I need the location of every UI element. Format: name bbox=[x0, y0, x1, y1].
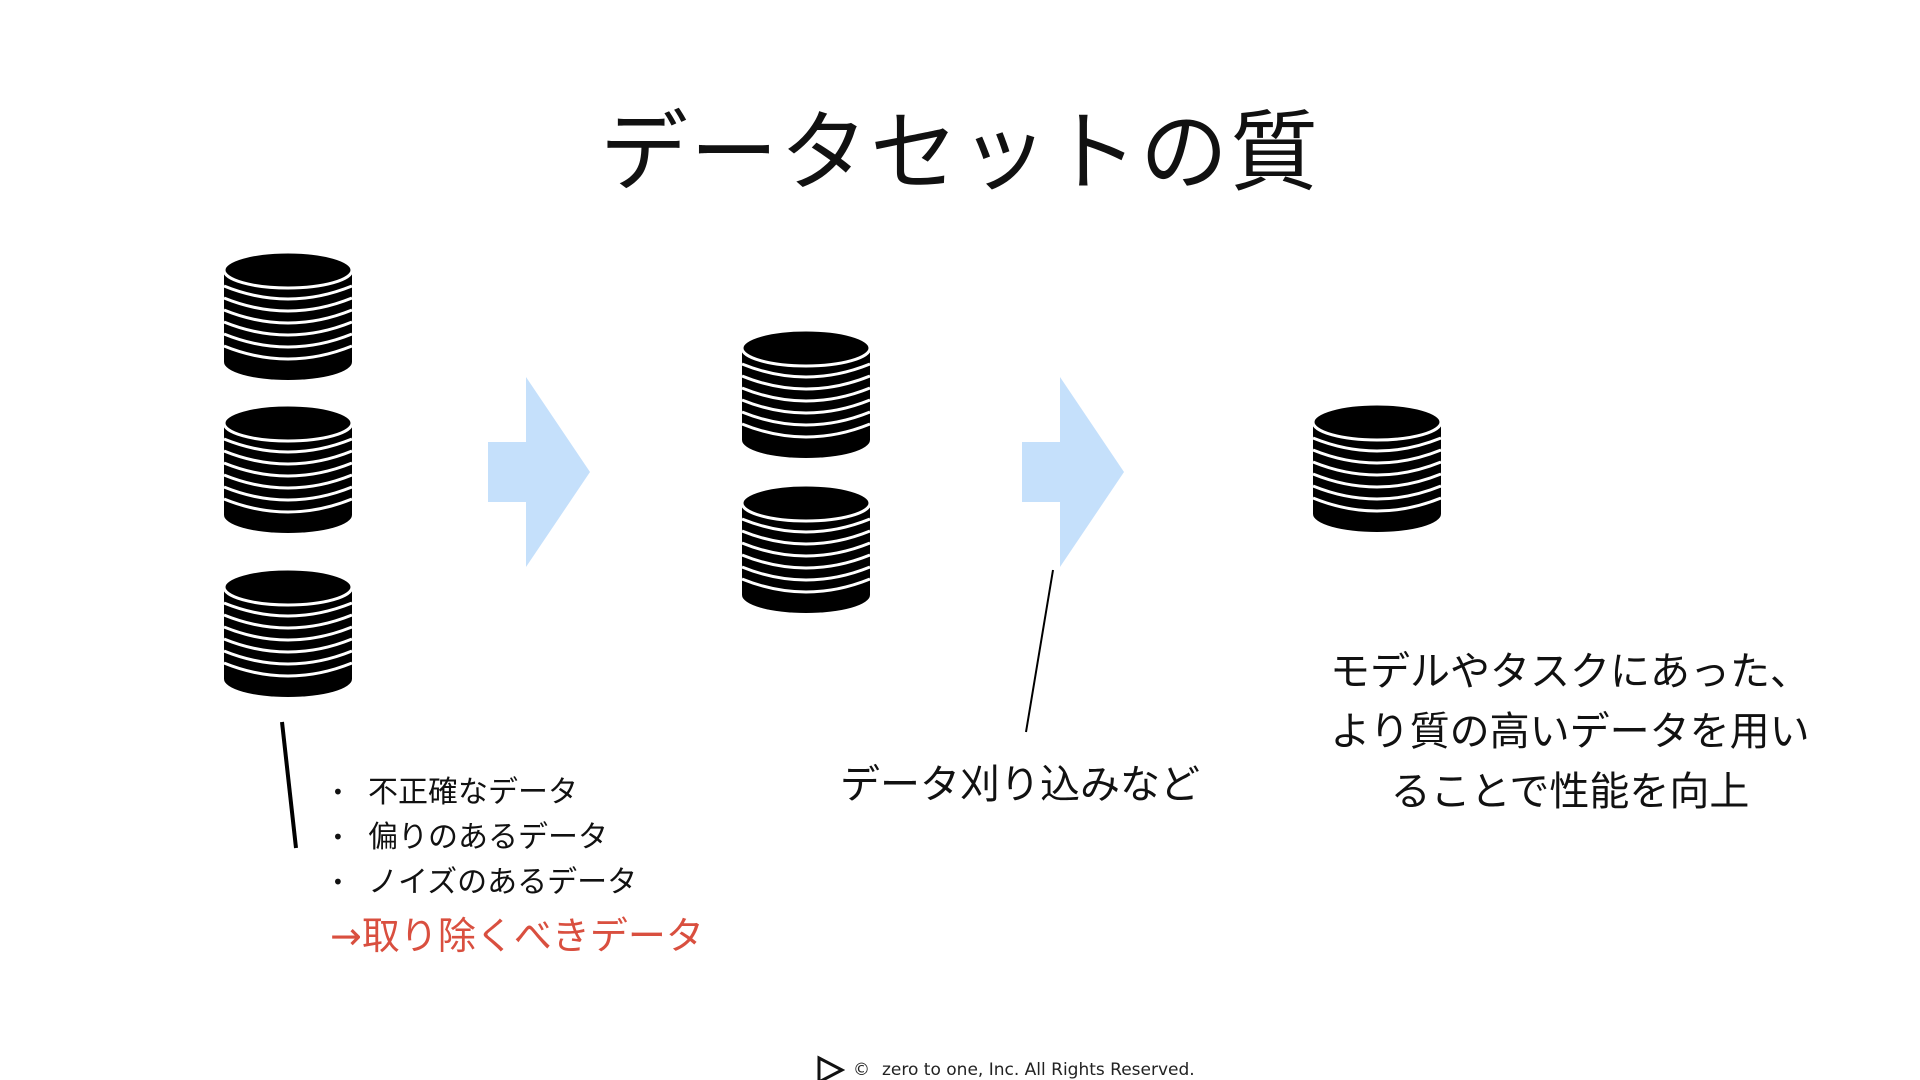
database-icon bbox=[222, 403, 354, 535]
result-line: より質の高いデータを用い bbox=[1330, 709, 1810, 755]
bullet-dot: • bbox=[332, 825, 344, 849]
bullet-text: 偏りのあるデータ bbox=[368, 820, 608, 855]
footer-text: zero to one, Inc. All Rights Reserved. bbox=[882, 1060, 1195, 1080]
arrow-right-icon bbox=[1022, 377, 1124, 567]
database-icon bbox=[222, 567, 354, 699]
database-icon bbox=[740, 483, 872, 615]
left-leader-line bbox=[280, 721, 298, 849]
middle-leader-line bbox=[1025, 569, 1054, 733]
result-text: モデルやタスクにあった、 より質の高いデータを用い ることで性能を向上 bbox=[1300, 642, 1840, 822]
bullet-dot: • bbox=[332, 870, 344, 894]
bullet-text: ノイズのあるデータ bbox=[368, 865, 638, 900]
arrow-right-icon bbox=[488, 377, 590, 567]
result-line: ることで性能を向上 bbox=[1390, 769, 1750, 815]
result-line: モデルやタスクにあった、 bbox=[1330, 649, 1810, 695]
middle-label: データ刈り込みなど bbox=[840, 762, 1200, 808]
copyright-symbol: © bbox=[853, 1060, 870, 1080]
play-triangle-logo bbox=[817, 1055, 845, 1080]
list-item: • 偏りのあるデータ bbox=[332, 815, 637, 860]
list-item: • 不正確なデータ bbox=[332, 770, 637, 815]
database-icon bbox=[1311, 402, 1443, 534]
bullet-dot: • bbox=[332, 780, 344, 804]
bullet-list: • 不正確なデータ • 偏りのあるデータ • ノイズのあるデータ bbox=[332, 770, 637, 905]
footer: © zero to one, Inc. All Rights Reserved. bbox=[815, 1055, 1195, 1080]
slide-title: データセットの質 bbox=[599, 101, 1320, 204]
list-item: • ノイズのあるデータ bbox=[332, 860, 637, 905]
database-icon bbox=[222, 250, 354, 382]
bullet-text: 不正確なデータ bbox=[368, 775, 578, 810]
conclusion-text: →取り除くべきデータ bbox=[330, 914, 704, 958]
database-icon bbox=[740, 328, 872, 460]
